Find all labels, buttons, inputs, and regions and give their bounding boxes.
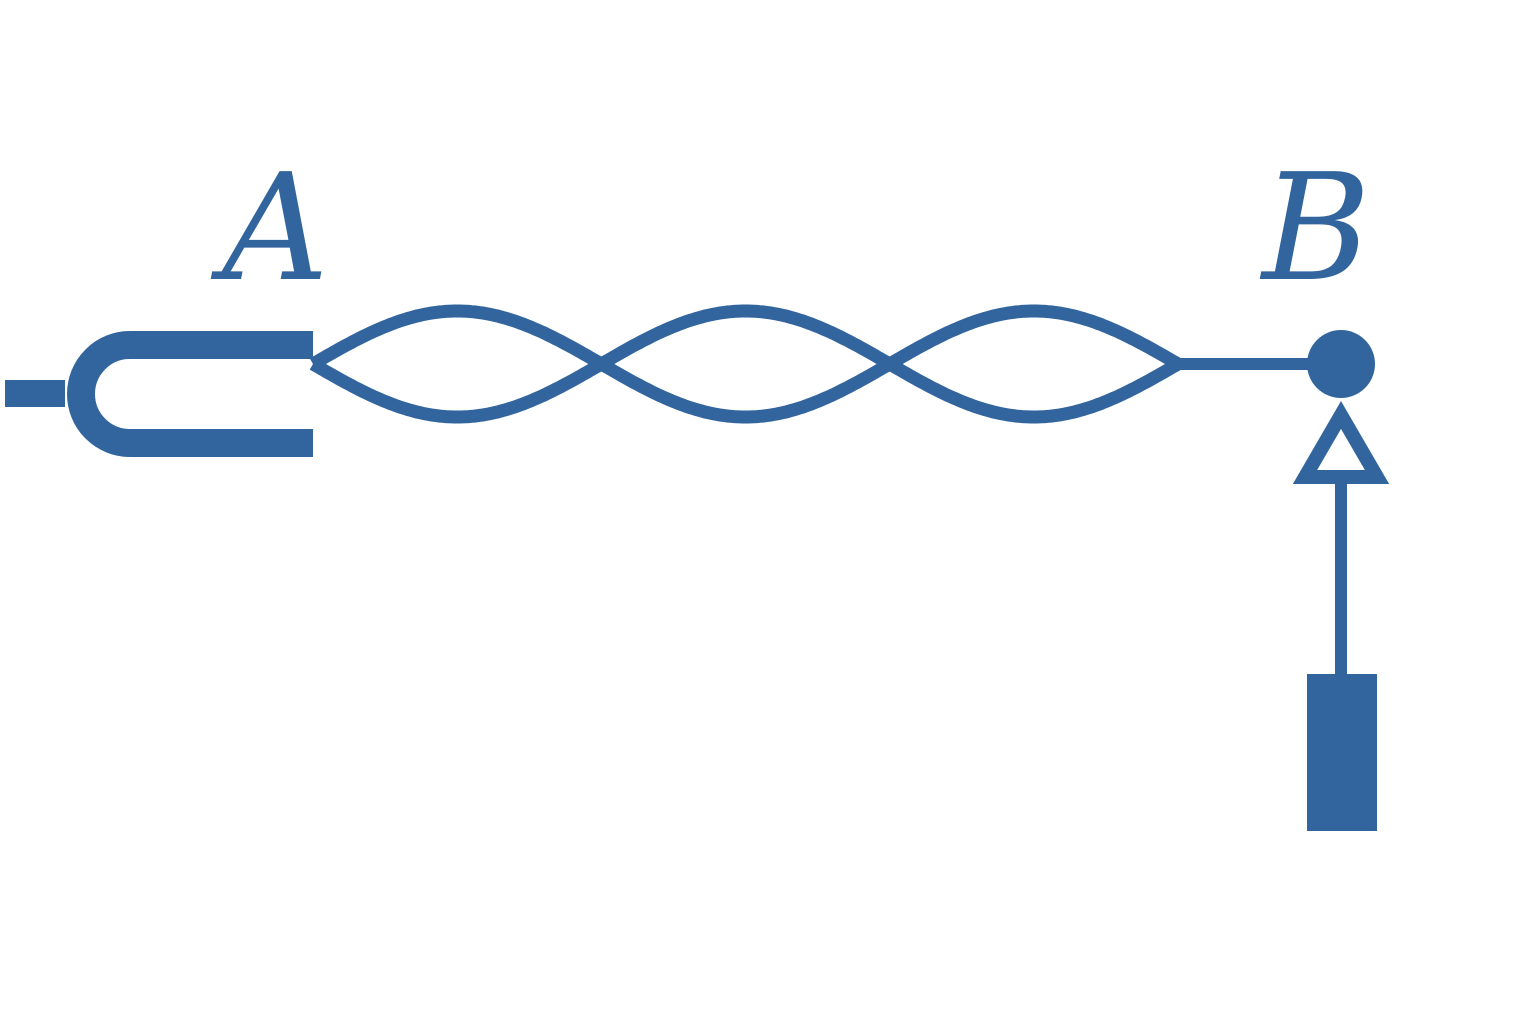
- hanging-weight: [1307, 674, 1377, 831]
- pulley-support-triangle: [1292, 401, 1390, 484]
- standing-wave-upper-envelope: [309, 304, 1182, 372]
- tuning-fork-handle: [5, 380, 65, 407]
- standing-wave-lower-envelope: [309, 356, 1182, 424]
- label-a: A: [210, 142, 329, 314]
- label-b: B: [1259, 142, 1371, 314]
- tuning-fork: [5, 331, 313, 457]
- tuning-fork-prongs: [67, 331, 313, 457]
- pulley: [1307, 330, 1375, 398]
- standing-wave: [309, 304, 1182, 424]
